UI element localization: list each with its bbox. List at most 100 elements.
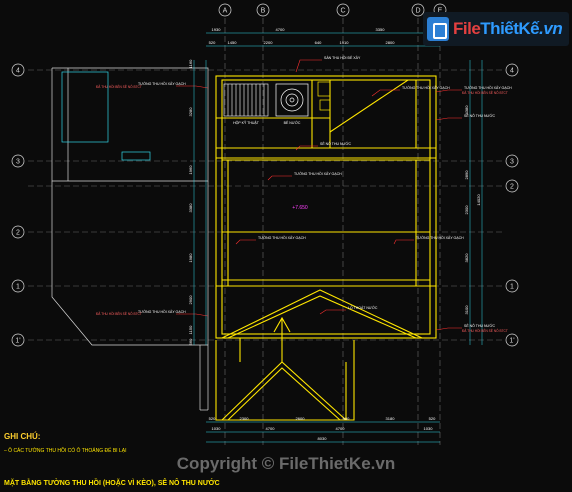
dimension-label: 3180 (386, 416, 396, 421)
dimension-label: 520 (209, 40, 216, 45)
svg-text:E: E (438, 8, 443, 15)
logo-text: FileThiếtKế.vn (453, 19, 563, 38)
dimension-label: 1150 (188, 325, 193, 334)
grid-bubble-top-D: D (411, 3, 425, 17)
file-icon (427, 17, 449, 41)
grid-bubble-top-A: A (218, 3, 232, 17)
callout-leaders (176, 59, 462, 331)
svg-text:2: 2 (16, 230, 20, 237)
grid-bubble-right-2: 2 (505, 179, 519, 193)
grid-bubble-top-C: C (336, 3, 350, 17)
side-note-right: ĐÃ THU HỒI BÊN SÊ NÔ BTCT (462, 90, 508, 95)
svg-text:4: 4 (16, 68, 20, 75)
filethietke-logo: FileThiếtKế.vn (423, 12, 569, 46)
svg-text:1': 1' (509, 338, 514, 345)
svg-text:C: C (340, 8, 345, 15)
dimension-label: 3100 (464, 305, 469, 315)
copyright-watermark: Copyright © FileThietKe.vn (176, 454, 396, 473)
grid-bubbles-left: 4 3 2 1 1' (11, 63, 25, 347)
side-note-left: ĐÃ THU HỒI BÊN SÊ NÔ BTCT (96, 311, 142, 316)
grid-bubbles-top: A B C D E (218, 3, 447, 17)
dimension-lines (193, 32, 483, 443)
grid-bubble-right-1: 3 (505, 154, 519, 168)
grid-bubble-right-3: 1 (505, 279, 519, 293)
dimension-label: 8030 (318, 436, 328, 441)
grid-bubble-left-2: 2 (11, 225, 25, 239)
callout-text: SÊ NÔ THU NƯỚC (320, 141, 351, 146)
callout-text: SÊ NÔ THU NƯỚC (464, 113, 495, 118)
dimension-label: 4700 (276, 27, 286, 32)
callout-text: TƯỜNG THU HỒI XÂY GẠCH (138, 309, 186, 314)
dimension-label: 560 (188, 338, 193, 345)
svg-text:1': 1' (15, 338, 20, 345)
svg-text:4: 4 (510, 68, 514, 75)
adjacent-rooms (61, 71, 151, 161)
dimension-label: 1980 (188, 253, 193, 263)
dimension-label: 4380 (464, 105, 469, 115)
stair-label: HỘP KỸ THUẬT (233, 120, 260, 125)
svg-text:B: B (261, 8, 266, 15)
svg-text:3: 3 (16, 159, 20, 166)
dimension-label: 2800 (386, 40, 396, 45)
dimension-label: 1910 (340, 40, 350, 45)
svg-text:D: D (415, 8, 420, 15)
stair-symbol (223, 83, 269, 117)
water-tank-symbol (275, 83, 309, 117)
svg-text:1: 1 (510, 284, 514, 291)
callout-text: TƯỜNG THU HỒI XÂY GẠCH (258, 235, 306, 240)
dimension-label: 3820 (464, 253, 469, 263)
dimension-label: 1030 (212, 426, 222, 431)
side-note-right: ĐÃ THU HỒI BÊN SÊ NÔ BTCT (462, 328, 508, 333)
grid-bubble-left-0: 4 (11, 63, 25, 77)
callout-text: TƯỜNG THU HỒI XÂY GẠCH (464, 85, 512, 90)
grid-bubble-left-3: 1 (11, 279, 25, 293)
callout-text: TƯỜNG THU HỒI XÂY GẠCH (402, 85, 450, 90)
dimension-label: 4700 (266, 426, 276, 431)
dimension-label: 1030 (424, 426, 434, 431)
dimension-label: 3280 (188, 107, 193, 117)
grid-bubble-top-B: B (256, 3, 270, 17)
dimension-label: 1930 (212, 27, 222, 32)
callout-labels: SÀN THU HỒI ĐỂ XÂY TƯỜNG THU HỒI XÂY GẠCH… (96, 55, 512, 333)
grid-bubble-left-4: 1' (11, 333, 25, 347)
callout-text: TƯỜNG THU HỒI XÂY GẠCH (416, 235, 464, 240)
dimension-label: 3350 (376, 27, 386, 32)
svg-text:1: 1 (16, 284, 20, 291)
dimension-label: 2300 (240, 416, 250, 421)
dimension-label: 14020 (476, 194, 481, 206)
grid-bubbles-right: 4 3 2 1 1' (505, 63, 519, 347)
dimension-label: 2200 (264, 40, 274, 45)
dimension-label: 1960 (188, 165, 193, 175)
callout-text: TƯỜNG THU HỒI XÂY GẠCH (138, 81, 186, 86)
level-mark: +7.650 (292, 205, 308, 211)
grid-bubble-right-4: 1' (505, 333, 519, 347)
dimension-label: 2300 (464, 205, 469, 215)
plan-title: MẶT BẰNG TƯỜNG THU HỒI (HOẶC VÌ KÈO), SÊ… (4, 480, 220, 487)
adjacent-building (51, 67, 209, 411)
callout-text: TƯỜNG THU HỒI XÂY GẠCH (294, 171, 342, 176)
dimension-label: 640 (315, 40, 322, 45)
dimension-label: 2900 (188, 295, 193, 305)
grid-bubble-left-1: 3 (11, 154, 25, 168)
dimension-label: 4700 (336, 426, 346, 431)
drain-box (317, 81, 331, 111)
grid-bubble-right-0: 4 (505, 63, 519, 77)
svg-text:3: 3 (510, 159, 514, 166)
callout-text: SÊ NÔ THU NƯỚC (464, 323, 495, 328)
dimension-label: 2600 (296, 416, 306, 421)
notes-line: – Ô CÁC TƯỜNG THU HỒI CÓ Ô THOÁNG ĐỂ BI … (4, 448, 127, 454)
dimension-label: 900 (343, 416, 350, 421)
tank-label: BỂ NƯỚC (284, 120, 301, 125)
dimension-label: 2890 (464, 170, 469, 180)
notes-title: GHI CHÚ: (4, 432, 41, 441)
svg-text:A: A (223, 8, 228, 15)
roof-walls (215, 75, 437, 421)
callout-text: LỖ THOÁT NƯỚC (348, 305, 378, 310)
callout-text: SÀN THU HỒI ĐỂ XÂY (324, 55, 361, 60)
dimension-label: 3380 (188, 203, 193, 213)
dimension-label: 520 (209, 416, 216, 421)
dimension-label: 1450 (228, 40, 238, 45)
side-note-left: ĐÃ THU HỒI BÊN SÊ NÔ BTCT (96, 84, 142, 89)
